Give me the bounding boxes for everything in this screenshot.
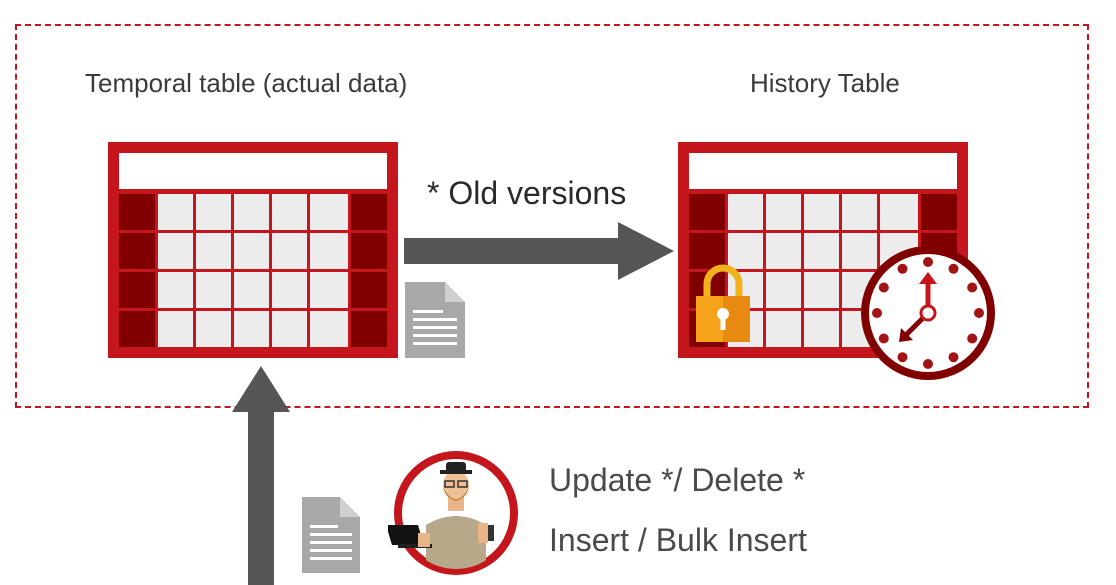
insert-arrow bbox=[232, 366, 290, 585]
temporal-table-label: Temporal table (actual data) bbox=[85, 68, 408, 98]
lock-icon bbox=[696, 264, 750, 342]
temporal-table-icon bbox=[108, 142, 398, 358]
clock-icon bbox=[861, 246, 995, 380]
user-avatar bbox=[388, 451, 518, 575]
document-icon bbox=[405, 282, 465, 358]
old-versions-label: * Old versions bbox=[427, 175, 627, 211]
temporal-boundary bbox=[15, 24, 1089, 408]
history-table-label: History Table bbox=[750, 68, 900, 98]
document-icon bbox=[302, 497, 360, 573]
insert-label: Insert / Bulk Insert bbox=[549, 522, 807, 558]
update-delete-label: Update */ Delete * bbox=[549, 462, 806, 498]
old-versions-arrow bbox=[404, 222, 674, 280]
